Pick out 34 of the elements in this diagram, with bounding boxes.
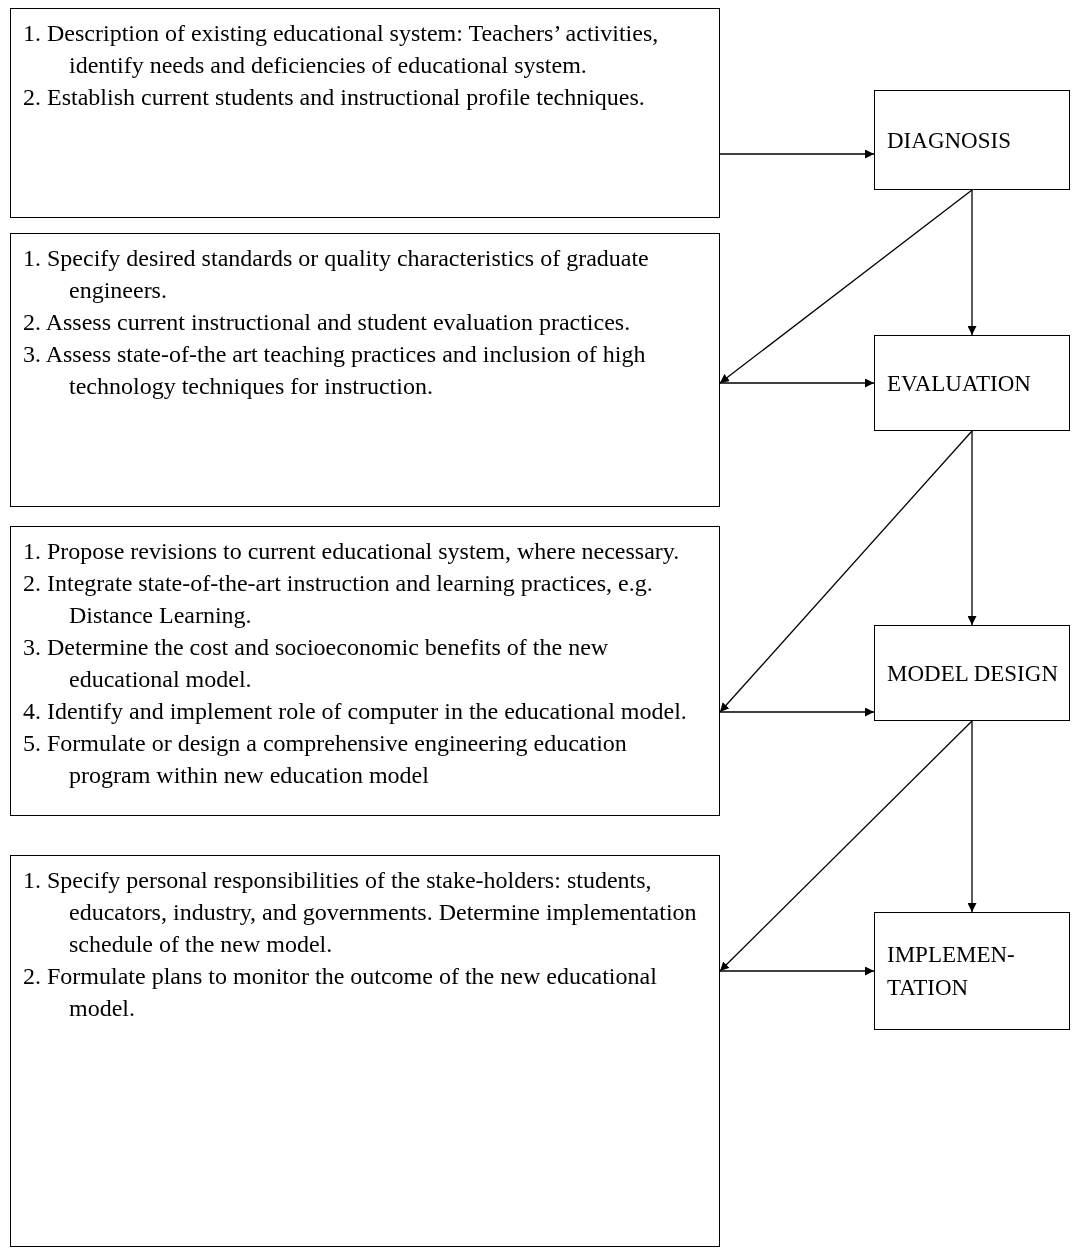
list-item: 1. Description of existing educational system: Teachers’ activities, identify needs and deficiencies of educational system.: [23, 19, 660, 80]
arrow: [967, 430, 977, 626]
arrow: [719, 430, 973, 713]
phase-box: [874, 625, 1070, 721]
activity-box: [10, 855, 720, 1247]
list-item: 2. Establish current students and instructional profile techniques.: [23, 83, 646, 112]
arrow: [719, 966, 875, 976]
list-item: 4. Identify and implement role of computer in the educational model.: [23, 697, 688, 726]
arrow: [719, 707, 875, 717]
activity-box: [10, 233, 720, 507]
activity-box: [10, 8, 720, 218]
arrow: [719, 720, 973, 972]
phase-label: EVALUATION: [887, 369, 1032, 398]
phase-label: DIAGNOSIS: [887, 126, 1012, 155]
arrow: [719, 149, 875, 159]
list-item: 5. Formulate or design a comprehensive engineering education program within new education model: [23, 729, 628, 790]
list-item: 1. Propose revisions to current educational system, where necessary.: [23, 537, 681, 566]
phase-box: [874, 912, 1070, 1030]
activity-box: [10, 526, 720, 816]
list-item: 2. Integrate state-of-the-art instruction and learning practices, e.g. Distance Learning.: [23, 569, 654, 630]
arrow: [719, 189, 973, 384]
list-item: 1. Specify desired standards or quality characteristics of graduate engineers.: [23, 244, 650, 305]
phase-label: IMPLEMEN- TATION: [887, 941, 1016, 1002]
list-item: 3. Determine the cost and socioeconomic benefits of the new educational model.: [23, 633, 610, 694]
arrow: [967, 720, 977, 913]
list-item: 3. Assess state-of-the art teaching practices and inclusion of high technology techniques for instruction.: [23, 340, 647, 401]
phase-box: [874, 335, 1070, 431]
list-item: 1. Specify personal responsibilities of the stake-holders: students, educators, industry, and governments. Determine implementation schedule of the new model.: [23, 866, 698, 959]
phase-box: [874, 90, 1070, 190]
list-item: 2. Formulate plans to monitor the outcome of the new educational model.: [23, 962, 658, 1023]
phase-label: MODEL DESIGN: [887, 659, 1059, 688]
arrow: [967, 189, 977, 336]
list-item: 2. Assess current instructional and student evaluation practices.: [23, 308, 632, 337]
arrow: [719, 378, 875, 388]
